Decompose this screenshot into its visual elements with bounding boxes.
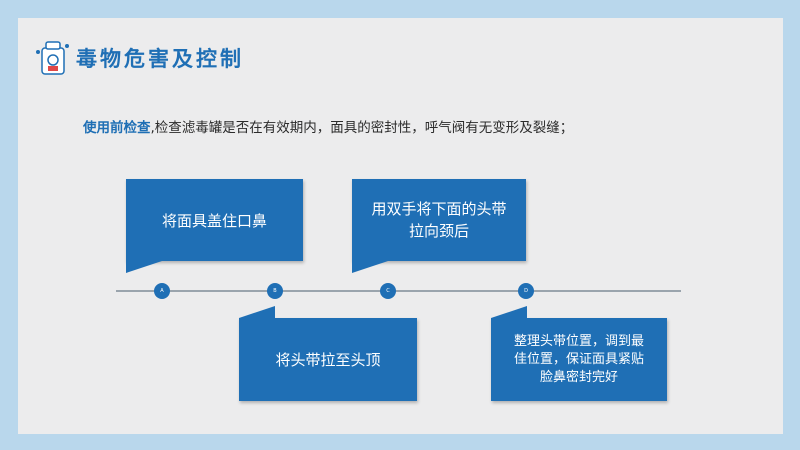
step-text-d: 整理头带位置，调到最佳位置，保证面具紧贴脸鼻密封完好 — [513, 333, 644, 385]
timeline-node-c: C — [380, 283, 396, 299]
timeline-line — [116, 290, 681, 292]
step-box-c: 用双手将下面的头带拉向颈后 — [352, 179, 526, 261]
step-tail-b — [239, 306, 275, 318]
step-tail-d — [491, 306, 527, 318]
slide: 毒物危害及控制 使用前检查,检查滤毒罐是否在有效期内，面具的密封性，呼气阀有无变… — [18, 18, 783, 434]
timeline-node-d: D — [518, 283, 534, 299]
intro-body: ,检查滤毒罐是否在有效期内，面具的密封性，呼气阀有无变形及裂缝； — [150, 120, 574, 136]
step-text-c: 用双手将下面的头带拉向颈后 — [371, 200, 507, 240]
step-text-a: 将面具盖住口鼻 — [161, 211, 267, 230]
timeline-node-a: A — [154, 283, 170, 299]
step-box-d: 整理头带位置，调到最佳位置，保证面具紧贴脸鼻密封完好 — [491, 318, 667, 401]
timeline-node-b: B — [267, 283, 283, 299]
step-tail-a — [126, 261, 162, 273]
gas-mask-icon — [36, 41, 69, 75]
intro-text: 使用前检查,检查滤毒罐是否在有效期内，面具的密封性，呼气阀有无变形及裂缝； — [83, 116, 773, 136]
intro-lead: 使用前检查 — [83, 120, 151, 136]
step-tail-c — [352, 261, 388, 273]
step-box-b: 将头带拉至头顶 — [239, 318, 417, 401]
page-title: 毒物危害及控制 — [76, 47, 244, 71]
step-text-b: 将头带拉至头顶 — [275, 351, 381, 369]
step-box-a: 将面具盖住口鼻 — [126, 179, 303, 261]
